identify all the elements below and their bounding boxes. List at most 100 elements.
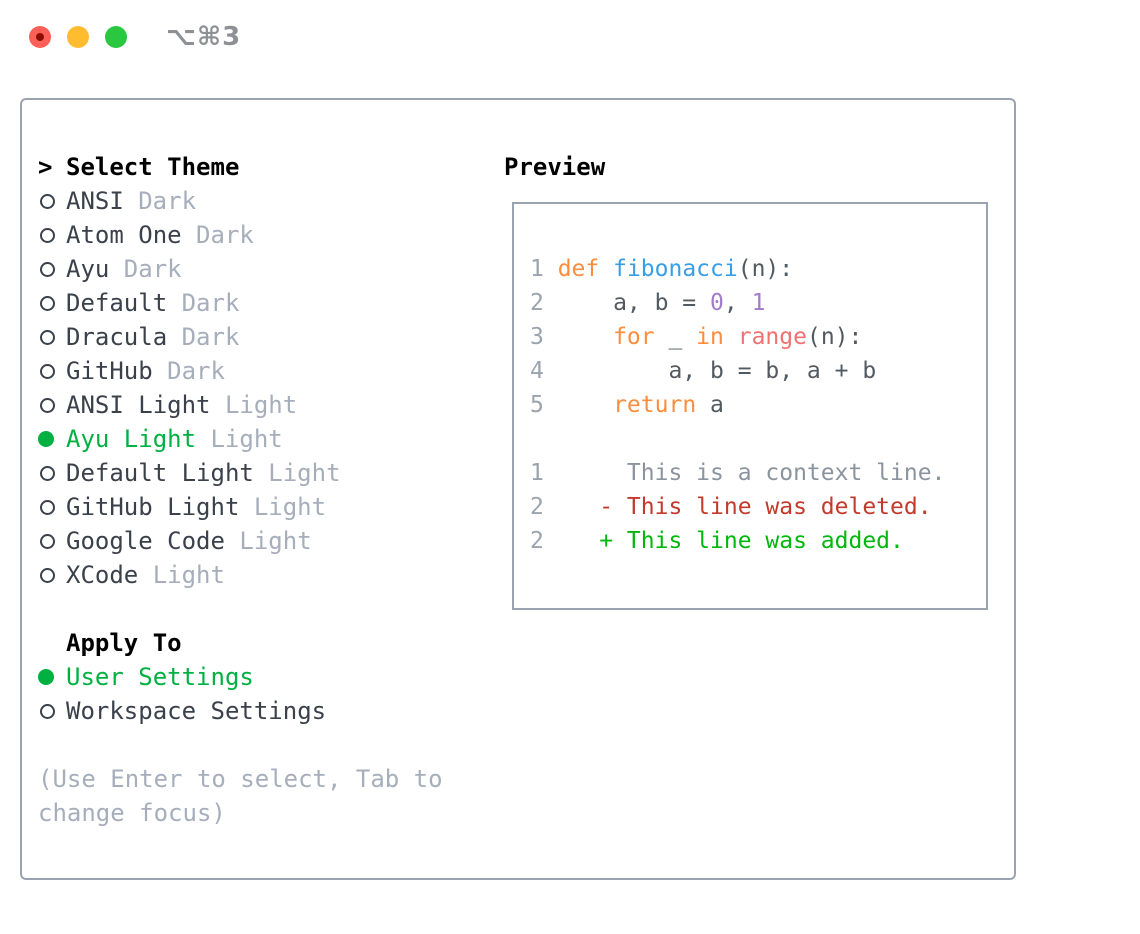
theme-item[interactable]: Dracula Dark xyxy=(38,320,341,354)
code-token-plain: , xyxy=(723,290,752,316)
code-token-context: This is a context line. xyxy=(557,460,946,486)
code-token-keyword: def xyxy=(557,256,600,282)
item-variant-label: Light xyxy=(210,425,283,453)
item-label: ANSI Light xyxy=(66,391,211,419)
radio-icon xyxy=(40,533,55,549)
zoom-button[interactable] xyxy=(105,26,127,48)
window-title-shortcut: ⌥⌘3 xyxy=(166,22,242,52)
item-label: GitHub Light xyxy=(66,493,240,521)
item-variant-label: Dark xyxy=(138,187,197,215)
radio-selected-icon xyxy=(38,669,54,685)
item-variant-label: Dark xyxy=(196,221,254,249)
item-variant-label: Light xyxy=(152,561,225,589)
theme-item[interactable]: Default Light Light xyxy=(38,456,341,490)
theme-item[interactable]: Atom One Dark xyxy=(38,218,341,252)
code-line: 3 for _ in range(n): xyxy=(530,320,986,354)
code-token-keyword: for xyxy=(613,324,655,350)
code-token-number: 1 xyxy=(751,290,766,316)
item-variant-label: Light xyxy=(253,493,327,521)
close-dot-icon xyxy=(36,33,44,41)
theme-item[interactable]: XCode Light xyxy=(38,558,341,592)
apply-to-option[interactable]: User Settings xyxy=(38,660,326,694)
code-line: 2 a, b = 0, 1 xyxy=(530,286,986,320)
code-token-plain xyxy=(558,392,613,418)
help-text: (Use Enter to select, Tab to change focu… xyxy=(38,765,443,827)
line-number: 4 xyxy=(530,358,544,384)
code-line: 5 return a xyxy=(530,388,986,422)
item-label: XCode xyxy=(66,561,139,589)
line-number: 5 xyxy=(530,392,544,418)
item-label: GitHub xyxy=(66,357,153,385)
minimize-button[interactable] xyxy=(67,26,89,48)
code-token-plain: a, b = b, a + b xyxy=(557,358,877,384)
theme-item[interactable]: GitHub Dark xyxy=(38,354,341,388)
code-token-keyword: return xyxy=(613,392,697,418)
radio-icon xyxy=(40,703,55,719)
code-line: 1 This is a context line. xyxy=(530,456,986,490)
line-number: 2 xyxy=(530,494,544,520)
theme-item[interactable]: ANSI Dark xyxy=(38,184,341,218)
radio-icon xyxy=(40,465,55,481)
item-label: Default Light xyxy=(66,459,254,487)
item-label: Dracula xyxy=(66,323,168,351)
close-button[interactable] xyxy=(29,26,51,48)
radio-icon xyxy=(40,261,55,277)
item-label: Ayu Light xyxy=(66,425,197,453)
item-label: Default xyxy=(66,289,168,317)
code-token-plain: a, b = xyxy=(557,290,711,316)
radio-icon xyxy=(40,567,55,583)
code-token-plain: (n): xyxy=(806,324,863,350)
code-line: 2 + This line was added. xyxy=(530,524,986,558)
item-label: Ayu xyxy=(66,255,110,283)
code-token-function: fibonacci xyxy=(613,256,738,282)
code-token-keyword: in xyxy=(696,324,724,350)
line-number: 2 xyxy=(530,528,544,554)
code-token-plain xyxy=(558,324,613,350)
radio-selected-icon xyxy=(38,431,54,447)
code-token-plain xyxy=(724,324,738,350)
radio-icon xyxy=(40,363,55,379)
code-token-number: 0 xyxy=(710,290,724,316)
apply-to-option[interactable]: Workspace Settings xyxy=(38,694,326,728)
code-token-builtin: range xyxy=(737,324,807,350)
radio-icon xyxy=(40,193,55,209)
code-token-plain: a xyxy=(696,392,724,418)
prompt-icon: > xyxy=(38,153,53,181)
code-token-plain: _ xyxy=(654,324,697,350)
code-token-added: + This line was added. xyxy=(557,528,904,554)
radio-icon xyxy=(40,397,55,413)
apply-to-header: Apply To xyxy=(38,626,326,660)
preview-title: Preview xyxy=(504,153,606,181)
item-variant-label: Dark xyxy=(167,357,225,385)
theme-item[interactable]: GitHub Light Light xyxy=(38,490,341,524)
item-label: Atom One xyxy=(66,221,182,249)
code-token-plain xyxy=(599,256,613,282)
item-label: User Settings xyxy=(66,663,254,691)
code-line: 4 a, b = b, a + b xyxy=(530,354,986,388)
item-variant-label: Light xyxy=(224,391,298,419)
radio-icon xyxy=(40,499,55,515)
radio-icon xyxy=(40,295,55,311)
line-number: 1 xyxy=(530,256,544,282)
theme-item[interactable]: ANSI Light Light xyxy=(38,388,341,422)
line-number: 3 xyxy=(530,324,544,350)
line-number: 2 xyxy=(530,290,544,316)
theme-item[interactable]: Ayu Light Light xyxy=(38,422,341,456)
item-label: ANSI xyxy=(66,187,124,215)
item-variant-label: Light xyxy=(268,459,341,487)
radio-icon xyxy=(40,227,55,243)
item-variant-label: Dark xyxy=(181,323,240,351)
theme-list-header: > Select Theme xyxy=(38,150,341,184)
radio-icon xyxy=(40,329,55,345)
item-label: Google Code xyxy=(66,527,225,555)
line-number: 1 xyxy=(530,460,544,486)
code-token-plain: (n): xyxy=(737,256,794,282)
